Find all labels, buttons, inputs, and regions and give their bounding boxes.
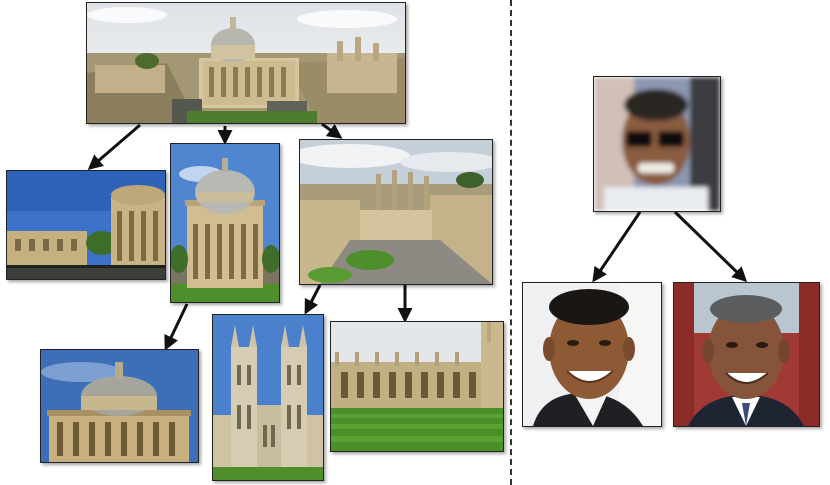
quadrangle-aerial-image — [299, 139, 493, 285]
twin-towers-image — [212, 314, 324, 481]
portrait-2-image — [673, 282, 820, 427]
arrow-child-3-to-grandchild-2 — [304, 284, 322, 315]
lawn-facade-image — [330, 321, 504, 452]
panorama-image — [86, 2, 406, 124]
arrow-face-to-portrait-1 — [592, 211, 642, 283]
dome-closeup-image — [40, 349, 199, 463]
portrait-1-image — [522, 282, 662, 427]
rotunda-aerial-image — [170, 143, 280, 303]
arrow-face-to-portrait-2 — [673, 210, 748, 283]
dashed-divider — [510, 0, 512, 485]
blurred-face-image — [593, 76, 721, 212]
rotunda-side-image — [6, 170, 166, 280]
arrow-root-to-child-3 — [321, 122, 343, 139]
arrow-child-2-to-grandchild-1 — [164, 303, 189, 351]
arrow-root-to-child-1 — [87, 123, 141, 170]
